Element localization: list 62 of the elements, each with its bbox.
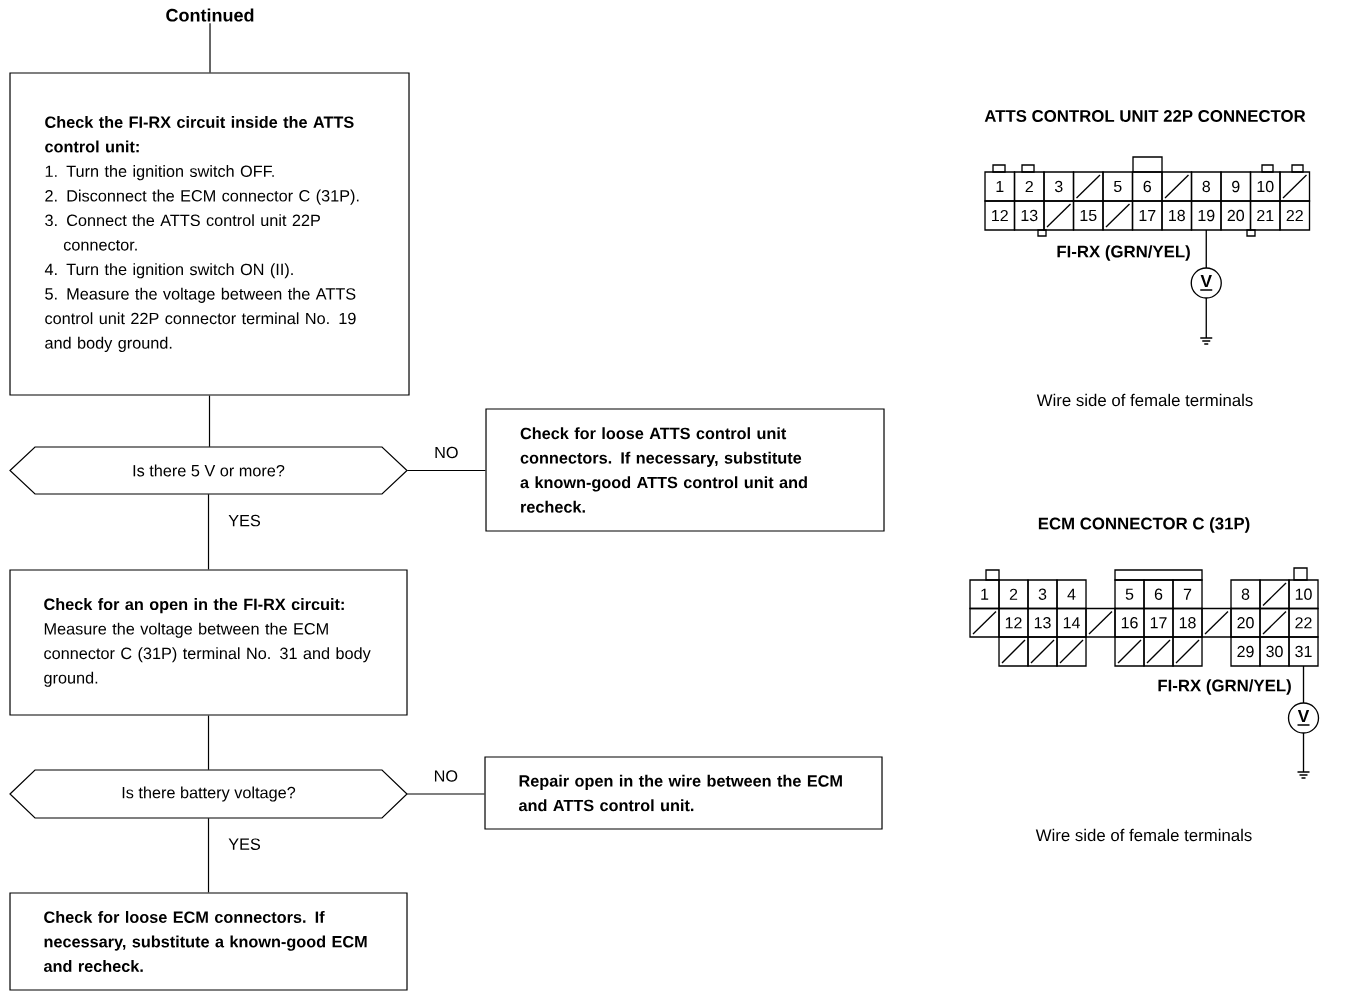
continuation-label: Continued	[166, 8, 254, 22]
edge-label: NO	[432, 768, 460, 784]
connector-line	[208, 395, 211, 448]
pin-number: 12	[1005, 617, 1022, 629]
pin-number: 7	[1183, 588, 1192, 600]
pin-number: 22	[1286, 209, 1303, 222]
pin-number: 20	[1237, 617, 1254, 629]
pin-number: 18	[1179, 617, 1196, 629]
edge-label: NO	[432, 445, 460, 460]
pin-number: 30	[1266, 645, 1283, 658]
pin-number: 5	[1125, 588, 1134, 600]
pin-number: 2	[1009, 588, 1018, 600]
connector-title: ATTS CONTROL UNIT 22P CONNECTOR	[984, 110, 1306, 122]
pin-number: 13	[1021, 209, 1038, 222]
process-box: Check for loose ECM connectors. If necessary, substitute a known-good ECM and recheck.	[9, 892, 408, 991]
connector-line	[209, 22, 211, 73]
process-box: Repair open in the wire between the ECM and ATTS control unit.	[484, 756, 883, 830]
process-box: Check for loose ATTS control unit connectors. If necessary, substitute a known-good ATTS control unit and recheck.	[485, 408, 885, 532]
decision-hexagon: Is there battery voltage?	[9, 769, 408, 819]
pin-number: 8	[1202, 180, 1210, 193]
connector-line	[207, 715, 210, 771]
pin-number: 1	[981, 588, 989, 600]
pin-number: 6	[1154, 588, 1163, 600]
pin-number: 21	[1257, 209, 1274, 222]
pin-number: 20	[1227, 209, 1245, 222]
pin-number: 2	[1025, 180, 1033, 193]
pin-number: 9	[1232, 180, 1240, 193]
pin-number: 3	[1054, 180, 1063, 193]
pin-number: 14	[1063, 617, 1080, 629]
pin-number: 15	[1080, 209, 1097, 222]
pin-number: 4	[1067, 588, 1076, 600]
connector-line	[207, 817, 210, 893]
pin-number: 18	[1169, 209, 1185, 222]
pin-number: 31	[1295, 645, 1312, 658]
pin-number: 13	[1034, 617, 1051, 629]
pin-number: 3	[1038, 588, 1047, 600]
edge-label: YES	[226, 837, 263, 852]
pin-number: 16	[1121, 617, 1138, 629]
edge-label: YES	[226, 513, 263, 528]
pin-number: 1	[996, 181, 1004, 192]
pin-number: 12	[992, 209, 1008, 222]
wire-label: FI-RX (GRN/YEL)	[1158, 679, 1291, 695]
pin-number: 17	[1150, 617, 1167, 629]
connector-line	[207, 493, 210, 570]
pin-number: 29	[1237, 645, 1254, 658]
pin-number: 5	[1113, 180, 1122, 193]
pin-number: 10	[1257, 180, 1274, 193]
pin-number: 19	[1198, 209, 1215, 222]
caption-text: Wire side of female terminals	[1036, 393, 1253, 407]
pin-number: 22	[1295, 617, 1312, 629]
pin-number: 10	[1295, 588, 1312, 600]
process-box: Check for an open in the FI-RX circuit: Measure the voltage between the ECM connector C (31P) terminal No. 31 and body ground.	[9, 569, 408, 716]
pin-number: 17	[1139, 210, 1156, 221]
caption-text: Wire side of female terminals	[1035, 828, 1252, 842]
wire-label: FI-RX (GRN/YEL)	[1057, 245, 1190, 261]
pin-number: 6	[1143, 180, 1151, 193]
process-box: Check the FI-RX circuit inside the ATTS control unit: 1. Turn the ignition switch OFF. 2. Disconnect the ECM connector C (31P). 3. Connect the ATTS control unit 22P connector. 4. Turn the ignition switch ON (II). 5. Measure the voltage between the ATTS control unit 22P connector terminal No. 19 and body ground.	[9, 72, 410, 396]
decision-hexagon: Is there 5 V or more?	[9, 446, 408, 495]
pin-number: 8	[1241, 588, 1250, 600]
connector-line	[406, 469, 486, 472]
connector-line	[406, 793, 485, 795]
connector-title: ECM CONNECTOR C (31P)	[1038, 517, 1250, 533]
